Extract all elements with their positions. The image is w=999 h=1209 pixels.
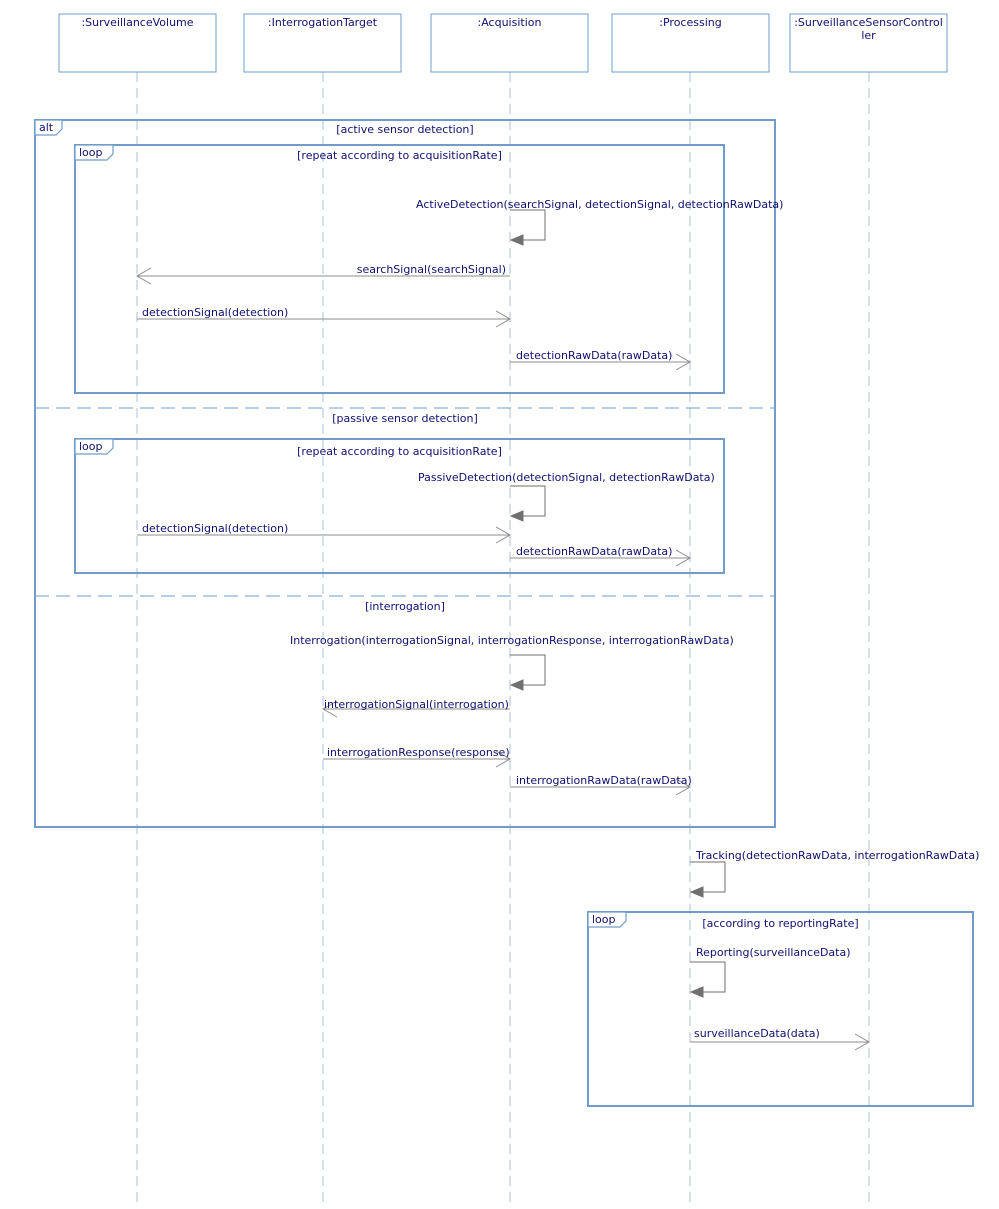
frame-guard-label: [active sensor detection]	[336, 123, 473, 136]
message-label: PassiveDetection(detectionSignal, detect…	[418, 471, 715, 484]
frame-border	[74, 144, 725, 394]
lifeline-interrogation-target[interactable]: :InterrogationTarget	[243, 13, 402, 1205]
lifeline-surveillance-volume[interactable]: :SurveillanceVolume	[58, 13, 217, 1205]
message-surveillance-data[interactable]: surveillanceData(data)	[690, 1027, 871, 1051]
open-arrowhead	[675, 778, 692, 796]
message-detection-raw-data-active[interactable]: detectionRawData(rawData)	[510, 349, 692, 371]
message-label: Interrogation(interrogationSignal, inter…	[290, 634, 734, 647]
message-passive-detection[interactable]: PassiveDetection(detectionSignal, detect…	[418, 471, 715, 522]
open-arrowhead	[495, 526, 512, 544]
message-active-detection[interactable]: ActiveDetection(searchSignal, detectionS…	[416, 198, 783, 246]
lifeline-label: :Processing	[659, 16, 721, 29]
frame-guard-label: [repeat according to acquisitionRate]	[297, 149, 502, 162]
frame-operator-tab	[74, 144, 114, 161]
frame-guard-label: [interrogation]	[365, 600, 445, 613]
frame-guard-label: [repeat according to acquisitionRate]	[297, 445, 502, 458]
message-label: detectionSignal(detection)	[142, 306, 288, 319]
message-label: ActiveDetection(searchSignal, detectionS…	[416, 198, 783, 211]
filled-arrowhead	[509, 510, 524, 522]
message-label: searchSignal(searchSignal)	[357, 263, 506, 276]
open-arrowhead	[495, 310, 512, 328]
message-label: detectionRawData(rawData)	[516, 545, 672, 558]
frame-operator-label: loop	[79, 146, 103, 159]
alt-frame[interactable]: alt [active sensor detection] [passive sen…	[34, 119, 776, 828]
lifeline-label: ler	[861, 29, 876, 42]
lifeline-box[interactable]	[58, 13, 217, 73]
open-arrowhead	[495, 750, 512, 768]
frame-border	[74, 438, 725, 574]
lifeline-acquisition[interactable]: :Acquisition	[430, 13, 589, 1205]
message-label: interrogationRawData(rawData)	[516, 774, 692, 787]
open-arrowhead	[675, 549, 692, 567]
message-tracking[interactable]: Tracking(detectionRawData, interrogation…	[689, 849, 979, 898]
lifeline-label: :InterrogationTarget	[268, 16, 378, 29]
frame-operator-tab	[74, 438, 114, 455]
lifeline-box[interactable]	[789, 13, 948, 73]
frame-operator-label: alt	[39, 121, 54, 134]
message-label: surveillanceData(data)	[694, 1027, 820, 1040]
frame-border	[587, 911, 974, 1107]
message-label: Tracking(detectionRawData, interrogation…	[695, 849, 979, 862]
lifeline-box[interactable]	[611, 13, 770, 73]
lifeline-box[interactable]	[430, 13, 589, 73]
message-reporting[interactable]: Reporting(surveillanceData)	[689, 946, 851, 998]
message-interrogation-raw-data[interactable]: interrogationRawData(rawData)	[510, 774, 692, 796]
message-detection-signal-passive[interactable]: detectionSignal(detection)	[137, 522, 512, 544]
frame-border	[34, 119, 776, 828]
open-arrowhead	[854, 1033, 871, 1051]
message-search-signal[interactable]: searchSignal(searchSignal)	[135, 263, 510, 285]
message-label: detectionRawData(rawData)	[516, 349, 672, 362]
open-arrowhead	[321, 700, 338, 718]
message-label: interrogationResponse(response)	[327, 746, 510, 759]
frame-guard-label: [passive sensor detection]	[332, 412, 478, 425]
filled-arrowhead	[509, 679, 524, 691]
message-interrogation-response[interactable]: interrogationResponse(response)	[323, 746, 512, 768]
open-arrowhead	[675, 353, 692, 371]
lifeline-label: :Acquisition	[478, 16, 542, 29]
message-label: Reporting(surveillanceData)	[696, 946, 851, 959]
frame-guard-label: [according to reportingRate]	[702, 917, 858, 930]
frame-operator-label: loop	[79, 440, 103, 453]
message-label: interrogationSignal(interrogation)	[324, 698, 509, 711]
self-message-line	[510, 485, 546, 517]
lifeline-processing[interactable]: :Processing	[611, 13, 770, 1205]
message-detection-raw-data-passive[interactable]: detectionRawData(rawData)	[510, 545, 692, 567]
self-message-line	[510, 209, 546, 241]
self-message-line	[510, 654, 546, 686]
frame-operator-label: loop	[592, 913, 616, 926]
self-message-line	[690, 961, 726, 993]
frame-operator-tab	[587, 911, 627, 928]
lifeline-label: :SurveillanceVolume	[81, 16, 193, 29]
lifeline-box[interactable]	[243, 13, 402, 73]
message-interrogation-signal[interactable]: interrogationSignal(interrogation)	[321, 698, 510, 718]
message-detection-signal-active[interactable]: detectionSignal(detection)	[137, 306, 512, 328]
loop-frame-reporting[interactable]: loop [according to reportingRate]	[587, 911, 974, 1107]
open-arrowhead	[135, 267, 152, 285]
filled-arrowhead	[689, 886, 704, 898]
filled-arrowhead	[689, 986, 704, 998]
message-label: detectionSignal(detection)	[142, 522, 288, 535]
self-message-line	[690, 861, 726, 893]
loop-frame-passive[interactable]: loop [repeat according to acquisitionRate…	[74, 438, 725, 574]
message-interrogation[interactable]: Interrogation(interrogationSignal, inter…	[290, 634, 734, 691]
filled-arrowhead	[509, 234, 524, 246]
loop-frame-active[interactable]: loop [repeat according to acquisitionRate…	[74, 144, 725, 394]
frame-operator-tab	[34, 119, 63, 136]
lifeline-label: :SurveillanceSensorControl	[794, 16, 943, 29]
